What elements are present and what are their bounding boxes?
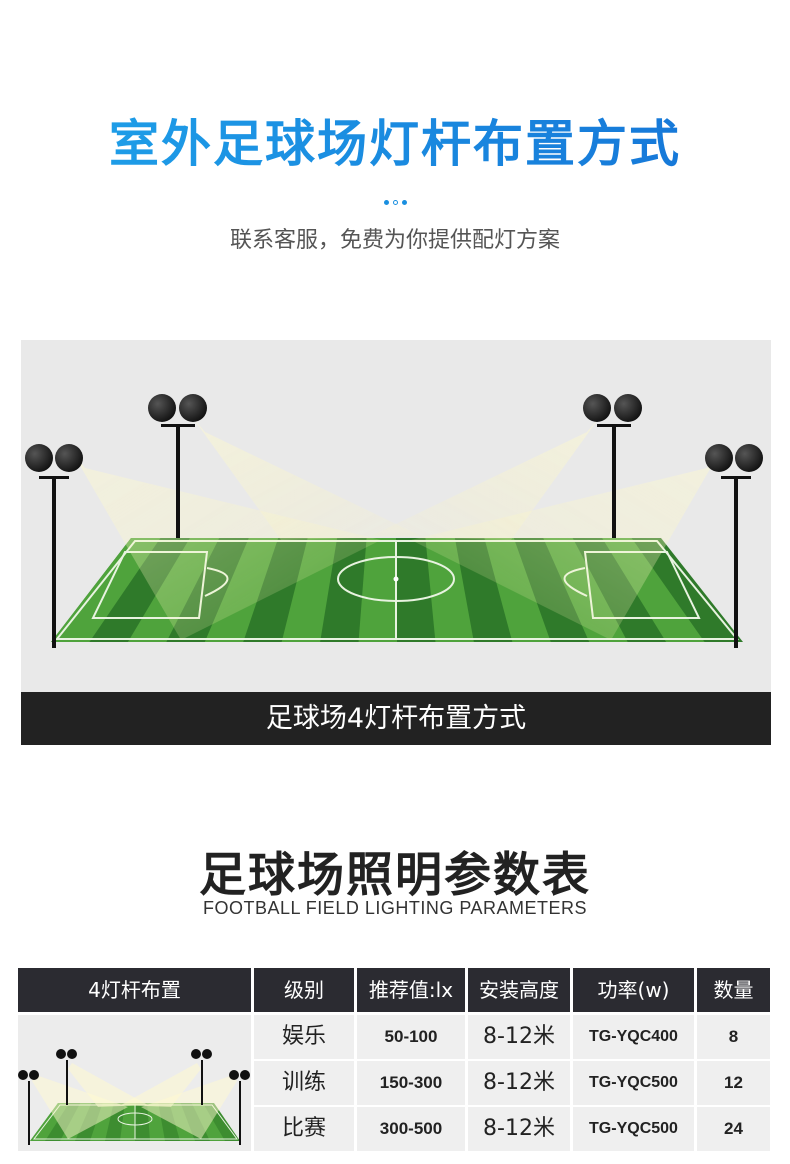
row-model: TG-YQC500 [573, 1107, 694, 1151]
row-lux: 150-300 [357, 1061, 465, 1105]
illustration-caption: 足球场4灯杆布置方式 [21, 692, 771, 745]
section-subtitle: FOOTBALL FIELD LIGHTING PARAMETERS [202, 898, 588, 918]
page-subtitle: 联系客服，免费为你提供配灯方案 [229, 228, 560, 253]
thumbnail-svg [18, 1049, 250, 1145]
row-qty: 12 [697, 1061, 770, 1105]
header-lux: 推荐值:lx [357, 968, 465, 1012]
header-power: 功率(w) [573, 968, 694, 1012]
grass-stripe [358, 538, 397, 642]
row-lux: 300-500 [357, 1107, 465, 1151]
light-pole-left-back [148, 394, 207, 538]
header-level: 级别 [254, 968, 354, 1012]
row-level: 娱乐 [254, 1015, 354, 1059]
dot-icon [383, 200, 389, 205]
row-model: TG-YQC500 [573, 1061, 694, 1105]
row-height: 8-12米 [468, 1107, 570, 1151]
dot-icon [401, 200, 407, 205]
header-layout: 4灯杆布置 [18, 968, 251, 1012]
dot-icon [392, 200, 398, 205]
header-qty: 数量 [697, 968, 770, 1012]
light-pole-right-back [583, 394, 642, 538]
light-pole-left-front [25, 444, 83, 648]
grass-stripe [120, 1103, 136, 1141]
row-qty: 24 [697, 1107, 770, 1151]
row-model: TG-YQC400 [573, 1015, 694, 1059]
page-title: 室外足球场灯杆布置方式 [0, 104, 790, 176]
decorative-dots [0, 192, 790, 205]
layout-thumbnail [18, 1015, 251, 1151]
row-level: 训练 [254, 1061, 354, 1105]
light-pole-right-front [705, 444, 763, 648]
light-beams [71, 418, 721, 640]
row-lux: 50-100 [357, 1015, 465, 1059]
section-title: 足球场照明参数表 [199, 848, 591, 903]
row-level: 比赛 [254, 1107, 354, 1151]
row-height: 8-12米 [468, 1061, 570, 1105]
row-qty: 8 [697, 1015, 770, 1059]
stadium-svg [25, 394, 763, 648]
header-height: 安装高度 [468, 968, 570, 1012]
row-height: 8-12米 [468, 1015, 570, 1059]
stadium-illustration [21, 340, 771, 692]
